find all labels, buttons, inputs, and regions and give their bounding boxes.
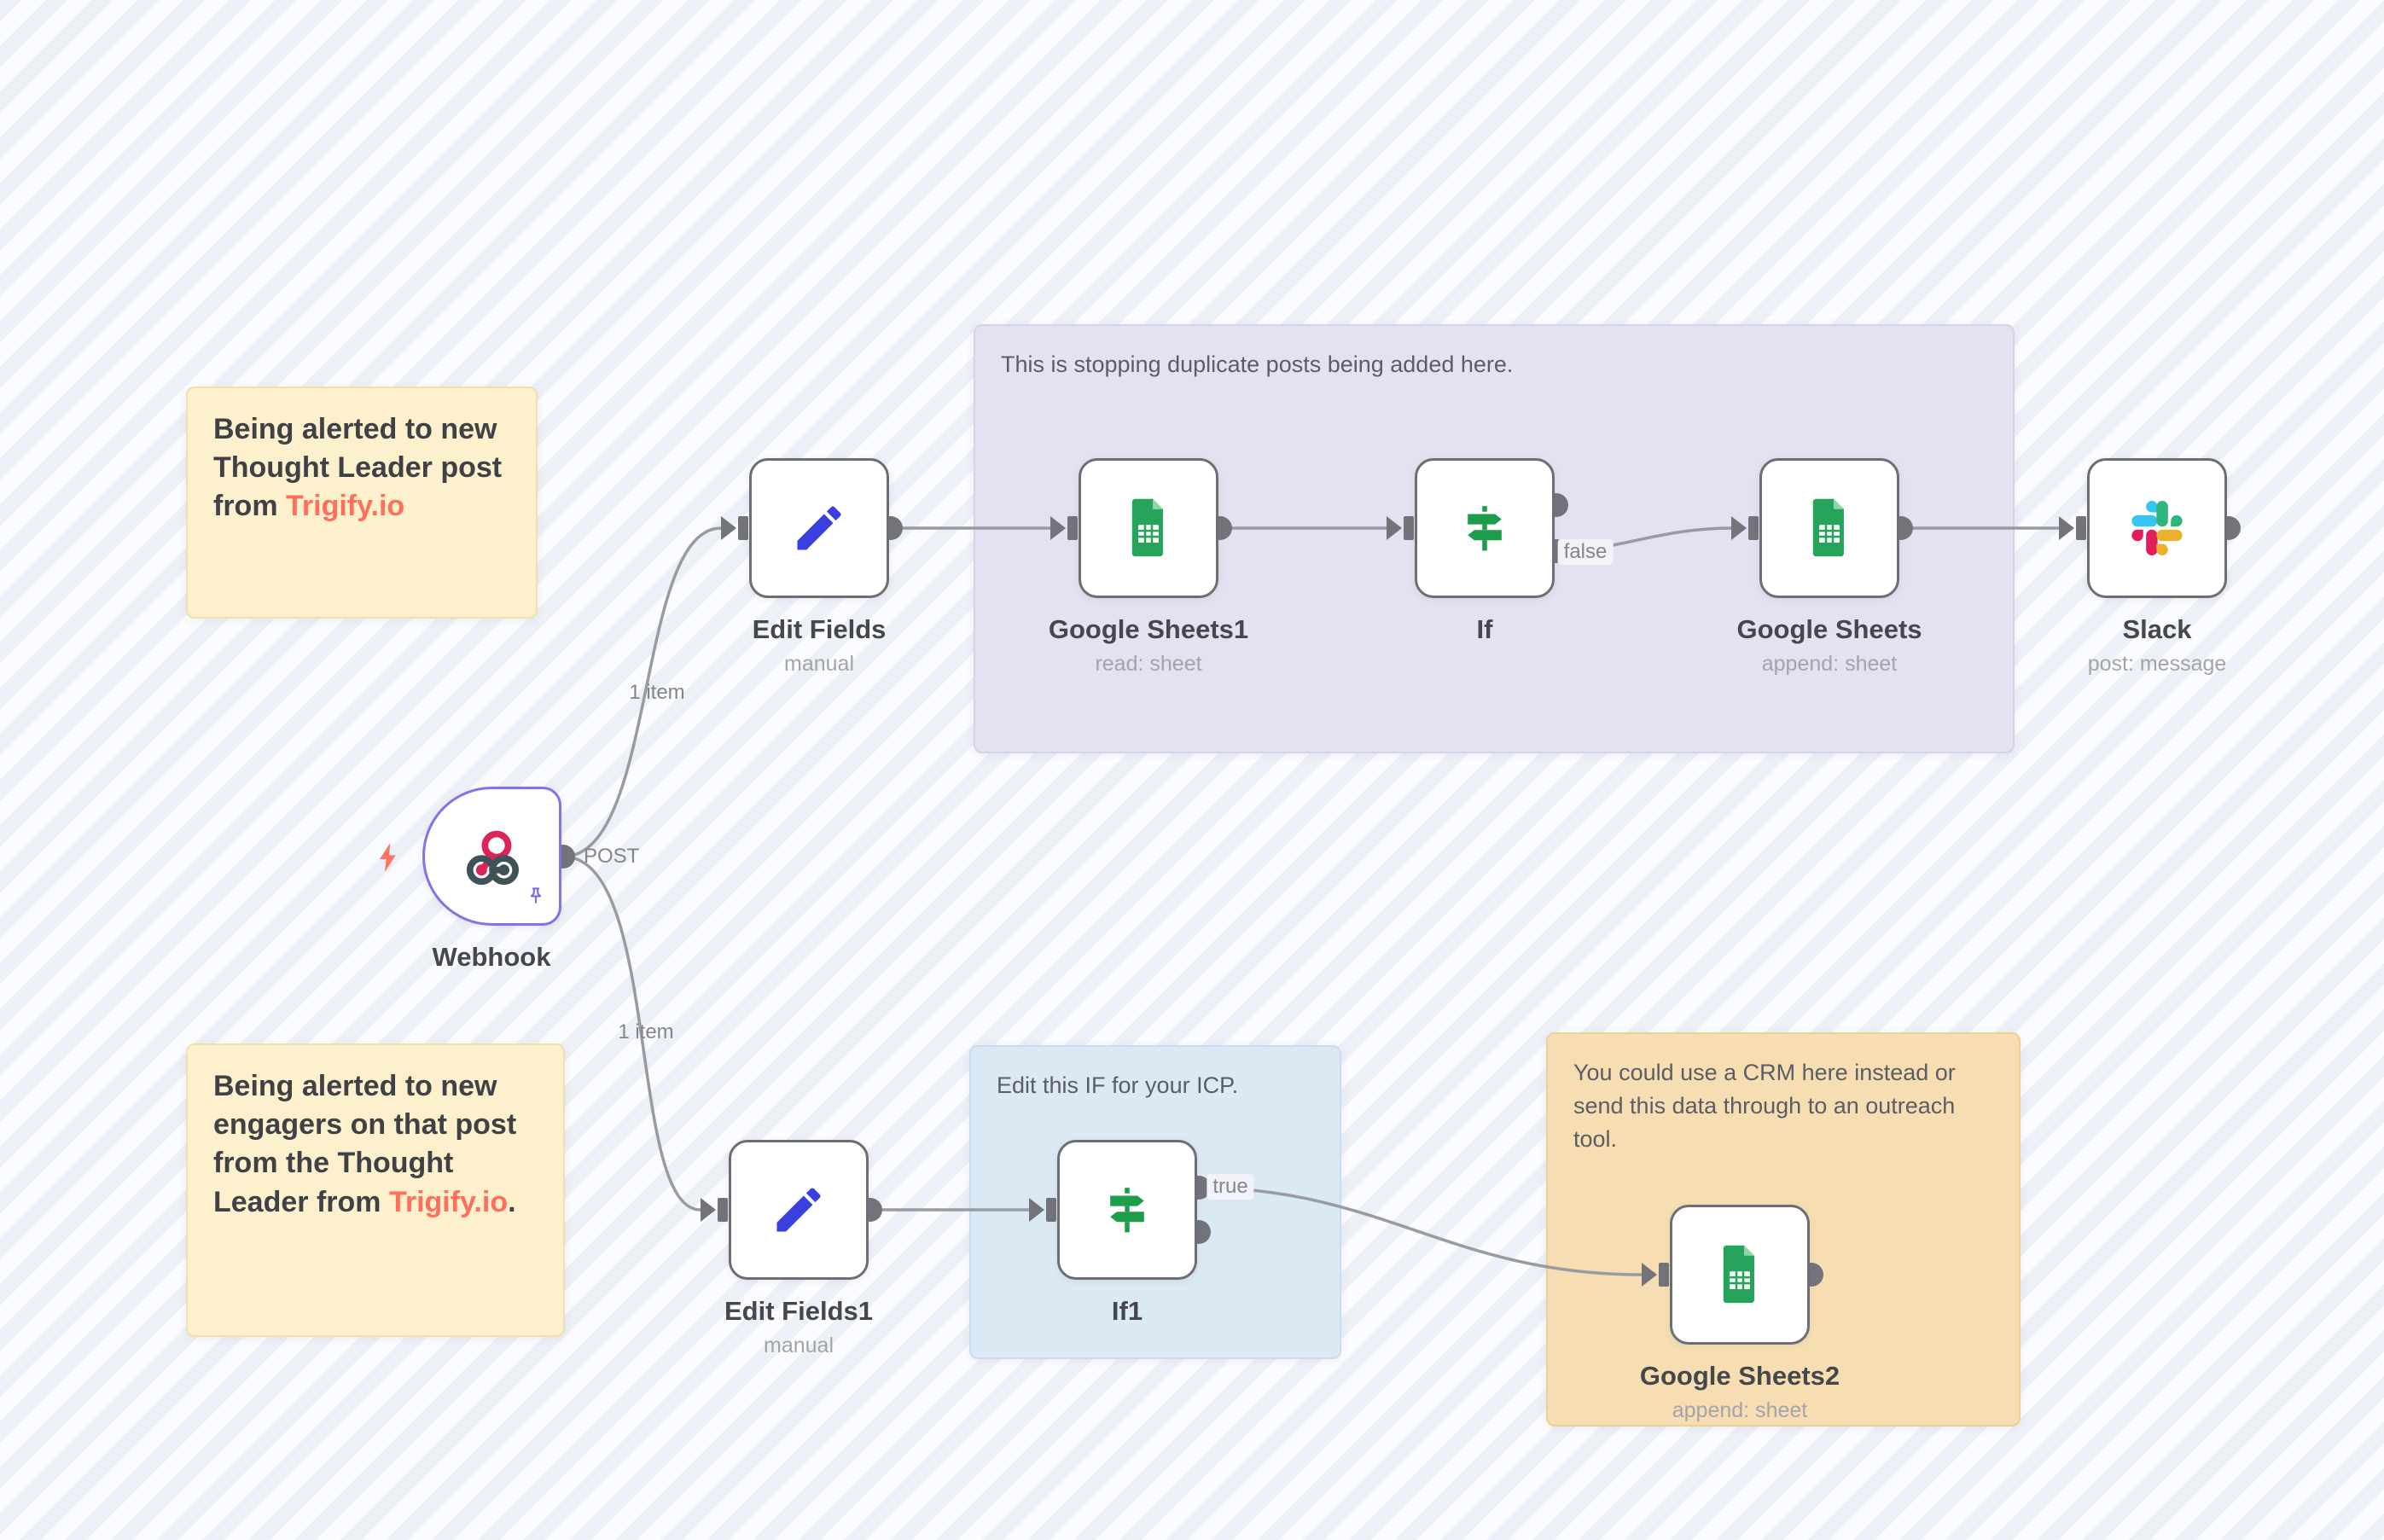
google-sheets-icon [1723, 1245, 1754, 1304]
input-port-google-sheets[interactable] [1731, 516, 1759, 540]
node-subtitle: post: message [2087, 652, 2227, 677]
pencil-icon [797, 506, 841, 550]
node-label-edit-fields1: Edit Fields1 [724, 1296, 873, 1326]
node-label-google-sheets: Google Sheets [1736, 614, 1922, 644]
node-edit-fields1[interactable] [729, 1140, 869, 1280]
node-edit-fields[interactable] [749, 458, 889, 598]
node-label-if: If [1476, 614, 1493, 644]
input-port-google-sheets2[interactable] [1642, 1263, 1669, 1287]
input-port-slack[interactable] [2059, 516, 2086, 540]
node-subtitle: append: sheet [1672, 1398, 1808, 1423]
node-label-google-sheets2: Google Sheets2 [1639, 1361, 1840, 1391]
input-port-edit-fields1[interactable] [701, 1198, 728, 1222]
google-sheets-icon [1812, 498, 1844, 557]
if-signpost-icon [1468, 506, 1502, 551]
google-sheets-icon [1131, 498, 1163, 557]
input-port-if[interactable] [1387, 516, 1414, 540]
trigify-link[interactable]: Trigify.io [388, 1185, 509, 1218]
node-subtitle: append: sheet [1761, 652, 1898, 677]
trigify-link[interactable]: Trigify.io [286, 490, 405, 523]
node-subtitle: read: sheet [1095, 652, 1202, 677]
if1-true-branch-label: true [1207, 1174, 1254, 1200]
if-signpost-icon [1110, 1188, 1144, 1233]
node-label-google-sheets1: Google Sheets1 [1048, 614, 1249, 644]
node-webhook[interactable] [422, 787, 561, 926]
node-google-sheets1[interactable] [1079, 458, 1218, 598]
sticky-note-text: Being alerted to new engagers on that po… [213, 1070, 517, 1218]
sticky-note-text: You could use a CRM here instead or send… [1573, 1060, 1956, 1153]
node-google-sheets[interactable] [1759, 458, 1899, 598]
if-false-branch-label: false [1557, 539, 1614, 565]
node-subtitle: manual [784, 652, 854, 677]
sticky-note-text: Being alerted to new Thought Leader post… [213, 413, 503, 523]
sticky-note-engagers[interactable]: Being alerted to new engagers on that po… [186, 1043, 565, 1337]
node-if1[interactable] [1057, 1140, 1197, 1280]
webhook-icon [466, 830, 519, 885]
input-port-edit-fields[interactable] [721, 516, 748, 540]
sticky-note-trigger-post[interactable]: Being alerted to new Thought Leader post… [186, 386, 538, 619]
connection-if1-true-sheets2[interactable] [1198, 1186, 1643, 1276]
pin-icon[interactable] [525, 886, 547, 915]
node-subtitle: manual [764, 1334, 834, 1358]
webhook-method-label: POST [584, 845, 640, 868]
connection-webhook-editfields1[interactable] [562, 855, 701, 1212]
items-count-label: 1 item [618, 1020, 674, 1043]
items-count-label: 1 item [629, 681, 685, 704]
slack-icon [2131, 501, 2183, 555]
node-google-sheets2[interactable] [1670, 1205, 1810, 1345]
pencil-icon [776, 1188, 821, 1232]
node-label-if1: If1 [1111, 1296, 1143, 1326]
node-label-slack: Slack [2122, 614, 2192, 644]
node-if[interactable] [1415, 458, 1555, 598]
sticky-note-text: Edit this IF for your ICP. [997, 1072, 1239, 1098]
input-port-if1[interactable] [1029, 1198, 1056, 1222]
input-port-google-sheets1[interactable] [1050, 516, 1078, 540]
connection-webhook-editfields[interactable] [562, 526, 722, 858]
node-label-webhook: Webhook [432, 942, 551, 972]
node-label-edit-fields: Edit Fields [752, 614, 887, 644]
lightning-icon [380, 843, 396, 872]
node-slack[interactable] [2087, 458, 2227, 598]
sticky-note-text: This is stopping duplicate posts being a… [1001, 352, 1514, 377]
